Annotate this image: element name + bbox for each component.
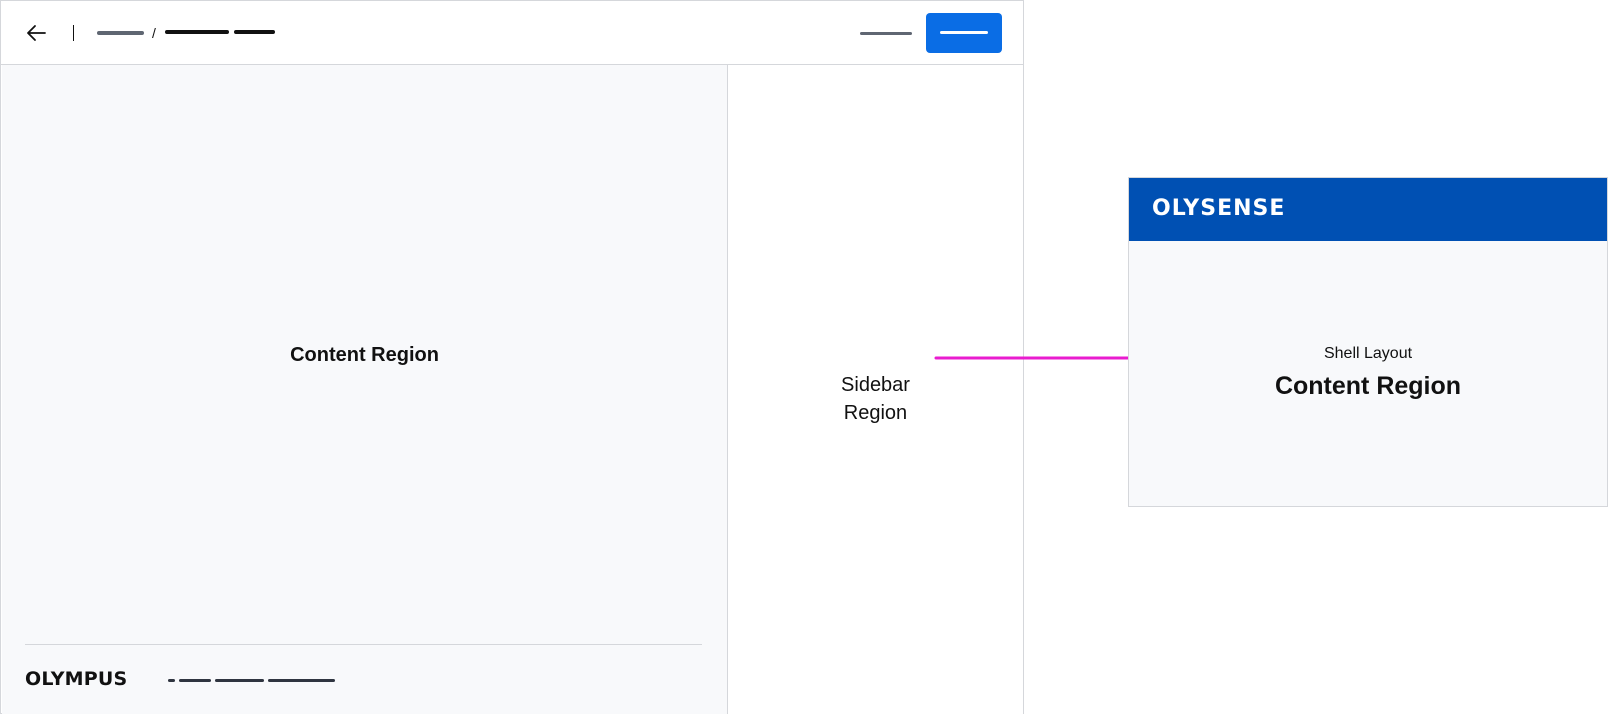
footer-link-placeholder bbox=[168, 679, 175, 682]
sidebar-label-line-1: Sidebar bbox=[841, 374, 910, 396]
secondary-action-placeholder[interactable] bbox=[860, 32, 912, 35]
breadcrumb-item-placeholder[interactable] bbox=[97, 31, 144, 35]
shell-layout: OLYSENSE Shell Layout Content Region bbox=[1128, 177, 1608, 507]
sidebar-label-line-2: Region bbox=[843, 402, 908, 424]
olysense-logo: OLYSENSE bbox=[1152, 196, 1286, 221]
sidebar-region-label: Sidebar Region bbox=[728, 371, 1023, 427]
page-title-placeholder bbox=[234, 30, 275, 34]
page-frame: / Content Region OLYMPUS Sidebar Region bbox=[0, 0, 1024, 714]
footer-link-placeholder bbox=[215, 679, 264, 682]
footer-link-placeholder bbox=[179, 679, 211, 682]
primary-button-label-placeholder bbox=[940, 31, 988, 34]
page-title-placeholder bbox=[165, 30, 229, 34]
shell-caption: Shell Layout bbox=[1323, 345, 1413, 362]
content-region-label: Content Region bbox=[290, 344, 439, 366]
footer-link-placeholder bbox=[268, 679, 335, 682]
arrow-left-icon[interactable] bbox=[25, 22, 47, 44]
breadcrumb-separator: / bbox=[152, 25, 156, 41]
olympus-logo: OLYMPUS bbox=[25, 668, 128, 690]
shell-header: OLYSENSE bbox=[1129, 178, 1607, 241]
shell-content-region-label: Content Region bbox=[1274, 372, 1462, 400]
sidebar-region: Sidebar Region bbox=[728, 65, 1023, 714]
top-bar: / bbox=[1, 1, 1023, 65]
footer-divider bbox=[25, 644, 702, 645]
primary-button[interactable] bbox=[926, 13, 1002, 53]
divider bbox=[73, 25, 74, 41]
content-region: Content Region OLYMPUS bbox=[2, 65, 728, 714]
